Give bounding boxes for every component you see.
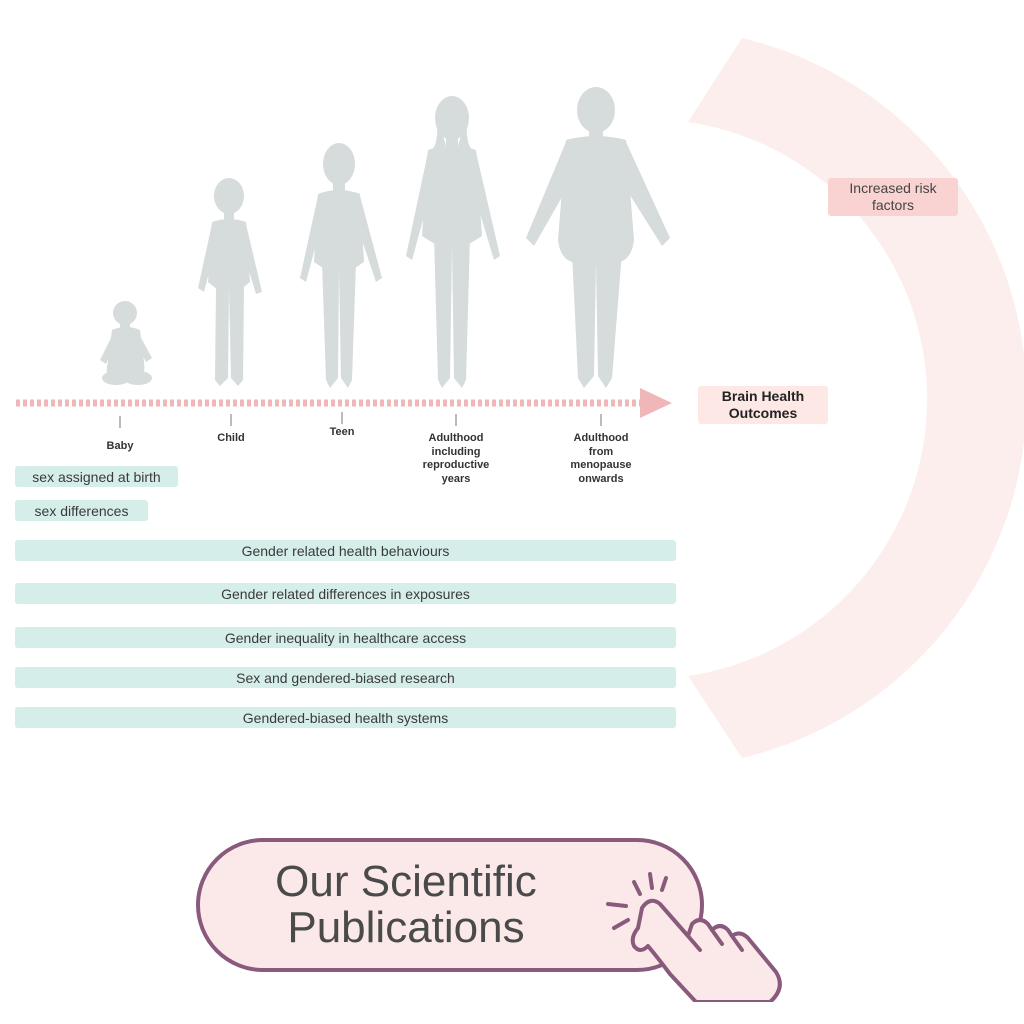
hand-pointer-icon <box>606 872 782 1002</box>
stage-label-adult: Adulthood including reproductive years <box>422 432 490 485</box>
scientific-publications-button[interactable]: Our Scientific Publications <box>196 838 704 972</box>
increased-risk-label: Increased risk factors <box>828 178 958 216</box>
factor-biased-health-systems: Gendered-biased health systems <box>15 707 676 728</box>
baby-figure <box>100 301 152 385</box>
brain-health-outcomes-label: Brain Health Outcomes <box>698 386 828 424</box>
adult-figure <box>406 96 500 388</box>
child-figure <box>198 178 262 386</box>
factor-biased-research: Sex and gendered-biased research <box>15 667 676 688</box>
scientific-publications-label: Our Scientific Publications <box>275 857 537 952</box>
stage-label-child: Child <box>217 432 245 444</box>
factor-sex-assigned-at-birth: sex assigned at birth <box>15 466 178 487</box>
timeline-arrow <box>640 388 672 418</box>
teen-figure <box>300 143 382 388</box>
risk-arc <box>688 38 1024 758</box>
factor-gender-health-behaviours: Gender related health behaviours <box>15 540 676 561</box>
menopause-figure <box>526 87 670 388</box>
stage-label-teen: Teen <box>329 426 355 438</box>
stage-label-baby: Baby <box>106 440 134 452</box>
factor-gender-exposures: Gender related differences in exposures <box>15 583 676 604</box>
stage-label-menopause: Adulthood from menopause onwards <box>570 432 632 485</box>
factor-sex-differences: sex differences <box>15 500 148 521</box>
factor-healthcare-access: Gender inequality in healthcare access <box>15 627 676 648</box>
